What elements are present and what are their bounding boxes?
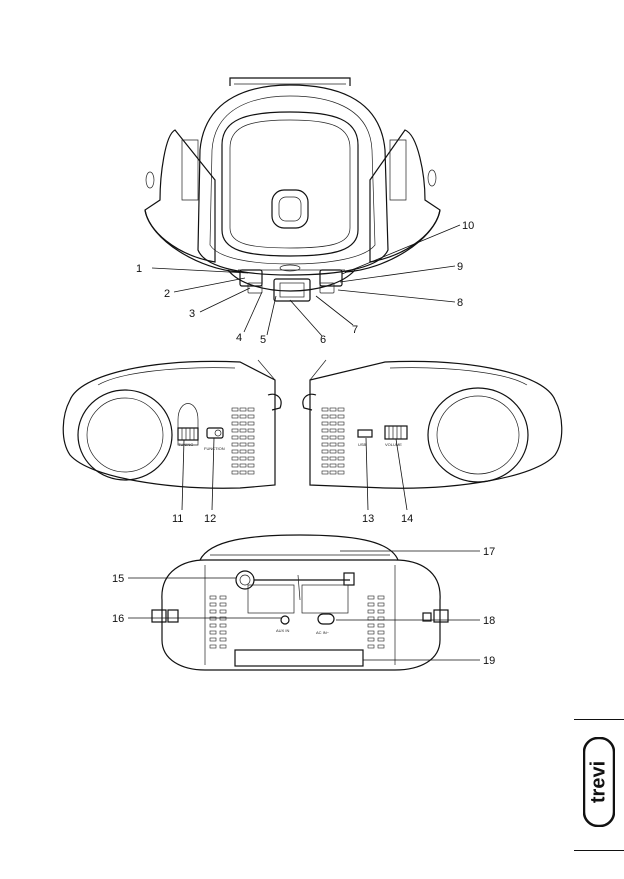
usb-label: USB [358,442,367,447]
right-side-view: USB VOLUME [303,360,562,488]
left-side-grill [232,408,254,474]
right-side-grill [322,408,344,474]
callout-9: 9 [457,261,463,273]
callout-12: 12 [204,513,216,525]
back-view: AUX IN AC IN~ [152,535,448,670]
callout-19: 19 [483,655,495,667]
callout-7: 7 [352,324,358,336]
front-view [145,78,440,301]
callout-6: 6 [320,334,326,346]
callout-13: 13 [362,513,374,525]
callout-15: 15 [112,573,124,585]
callout-1: 1 [136,263,142,275]
back-left-grill [210,596,226,648]
back-right-grill [368,596,384,648]
logo-text: trevi [587,761,609,803]
callout-10: 10 [462,220,474,232]
callout-3: 3 [189,308,195,320]
callout-16: 16 [112,613,124,625]
callout-4: 4 [236,332,242,344]
badge-rule-bottom [574,850,624,851]
callout-17: 17 [483,546,495,558]
callout-18: 18 [483,615,495,627]
aux-in-label: AUX IN [276,628,289,633]
callout-8: 8 [457,297,463,309]
left-side-view: TUNING FUNCTION [63,360,281,488]
badge-rule-top [574,719,624,720]
function-label: FUNCTION [204,446,225,451]
callout-11: 11 [172,513,183,525]
callout-5: 5 [260,334,266,346]
ac-in-label: AC IN~ [316,630,330,635]
callout-2: 2 [164,288,170,300]
tuning-label: TUNING [178,442,193,447]
trevi-logo: trevi [583,737,615,827]
back-leaders [128,551,480,660]
brand-badge: trevi [574,719,624,851]
callout-14: 14 [401,513,413,525]
volume-label: VOLUME [385,442,402,447]
